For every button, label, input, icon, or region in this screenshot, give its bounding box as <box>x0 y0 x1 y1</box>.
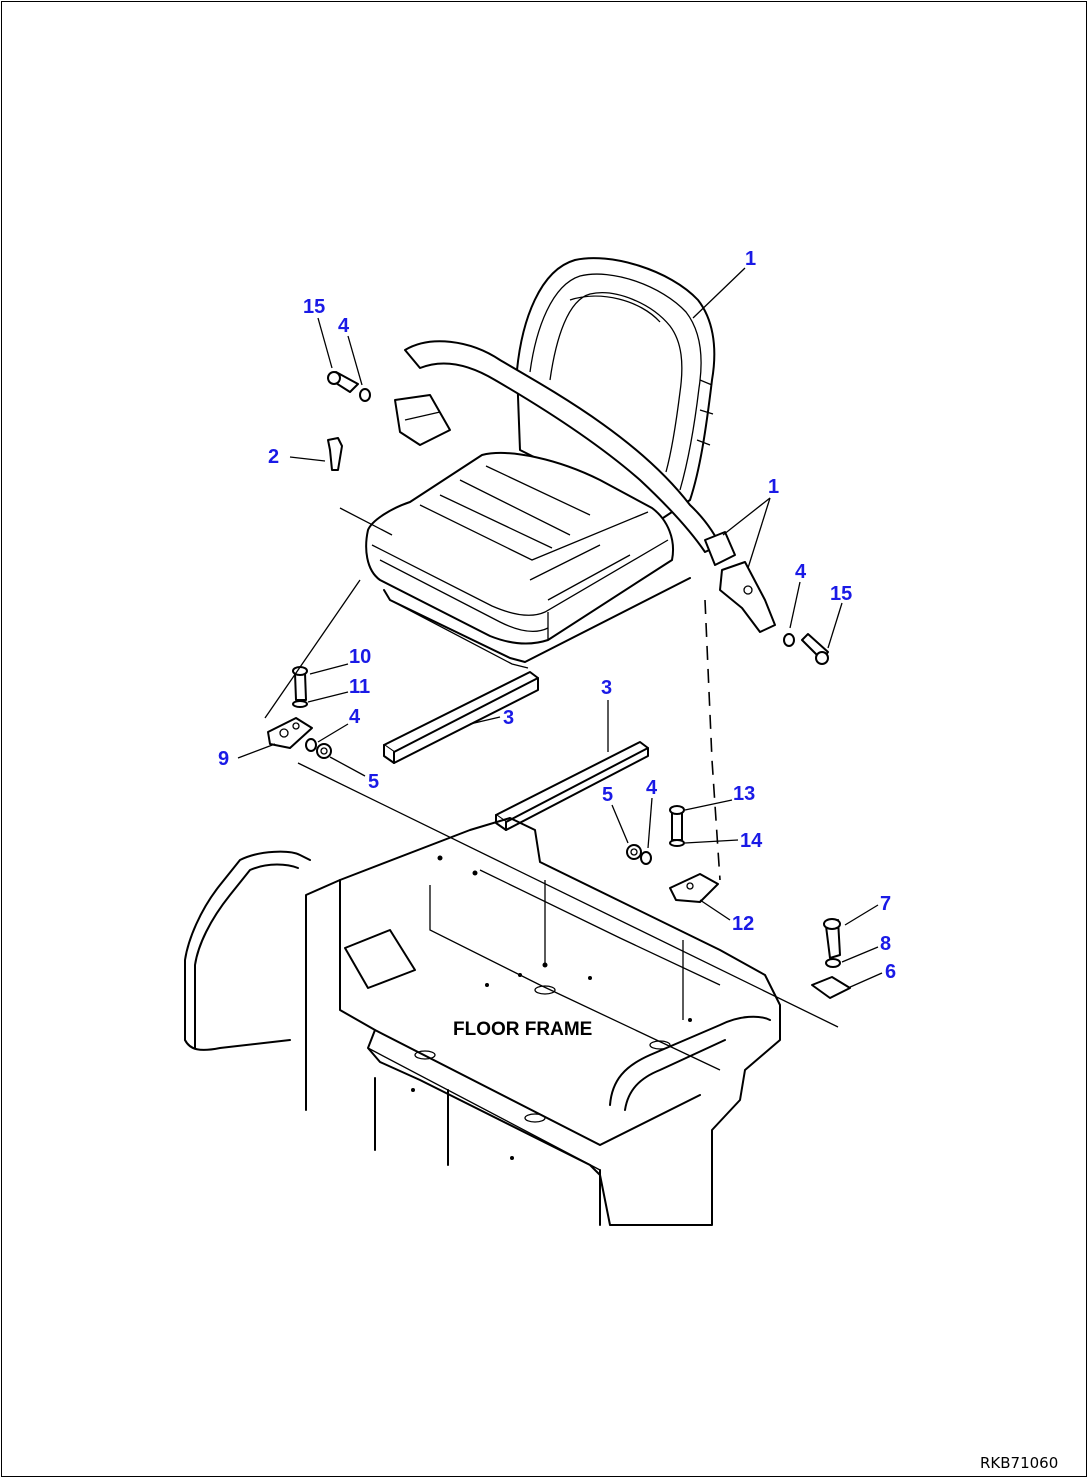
callout-2: 2 <box>268 446 279 468</box>
callout-15: 15 <box>830 583 852 605</box>
drawing-code: RKB71060 <box>980 1454 1058 1472</box>
callout-12: 12 <box>732 913 754 935</box>
alignment-lines <box>264 507 839 1028</box>
callout-3: 3 <box>601 677 612 699</box>
callout-14: 14 <box>740 830 763 852</box>
callout-4: 4 <box>646 777 658 799</box>
floor-frame-label: FLOOR FRAME <box>453 1019 592 1040</box>
callout-1: 1 <box>768 476 779 498</box>
seat-assembly <box>365 257 776 669</box>
floor-frame <box>184 817 781 1226</box>
callout-5: 5 <box>368 771 379 793</box>
fasteners <box>267 371 851 999</box>
leader-lines <box>237 267 883 989</box>
callout-13: 13 <box>733 783 755 805</box>
callout-10: 10 <box>349 646 371 668</box>
callout-6: 6 <box>885 961 896 983</box>
callout-5: 5 <box>602 784 613 806</box>
callout-7: 7 <box>880 893 891 915</box>
callout-9: 9 <box>218 748 229 770</box>
callout-15: 15 <box>303 296 325 318</box>
callout-4: 4 <box>338 315 350 337</box>
callout-4: 4 <box>349 706 361 728</box>
callout-11: 11 <box>349 676 370 698</box>
callout-8: 8 <box>880 933 891 955</box>
callout-4: 4 <box>795 561 807 583</box>
callouts: 1 1 15 4 2 4 15 10 11 4 9 5 3 3 5 4 13 1… <box>218 248 896 983</box>
callout-1: 1 <box>745 248 756 270</box>
callout-3: 3 <box>503 707 514 729</box>
seat-rails <box>383 671 649 831</box>
